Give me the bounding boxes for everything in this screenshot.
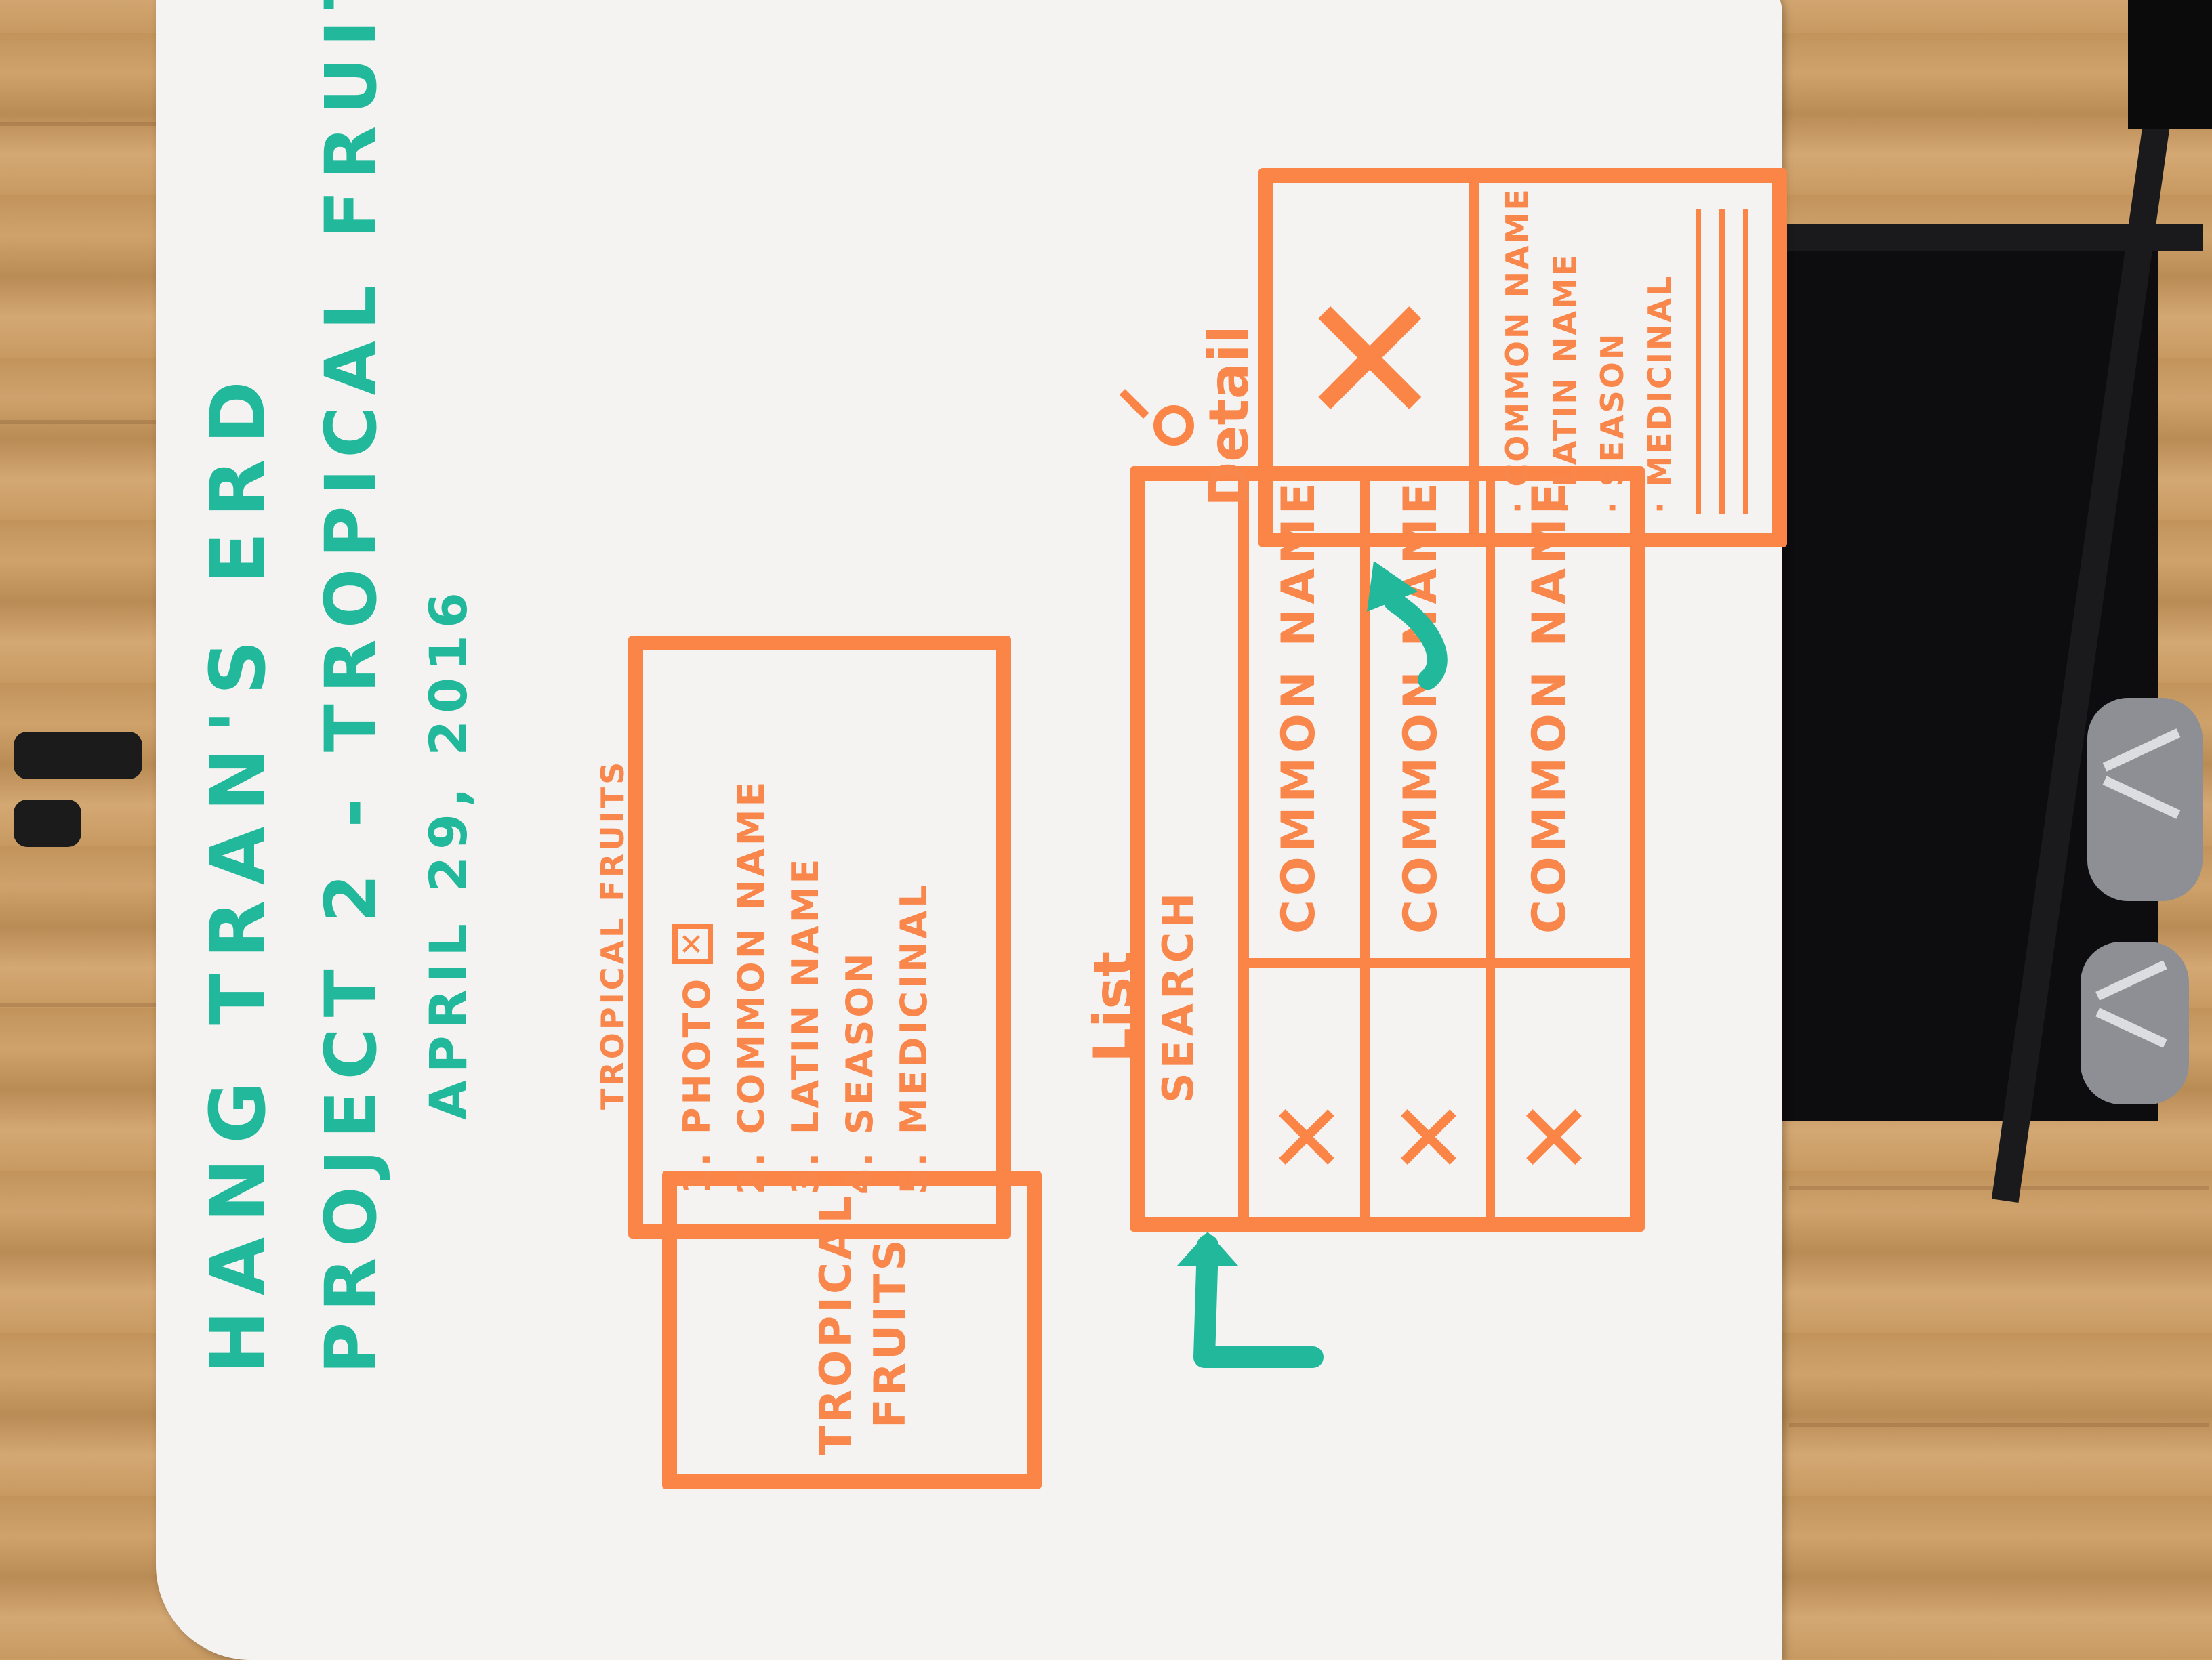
chair-leg [14,800,81,847]
chair-back [2128,0,2212,129]
whiteboard [156,0,1782,1660]
arrow-list-to-detail [1384,592,1448,690]
flow-arrows [1177,561,1448,1368]
arrow-head-list [1177,1232,1238,1266]
floor-grain [0,1003,156,1007]
whiteboard-drawing: HANG TRAN'S ERD PROJECT 2 - TROPICAL FRU… [161,0,2031,1659]
shoe [2081,942,2189,1104]
arrow-home-to-list [1193,1234,1324,1368]
chair-leg [14,732,142,779]
floor-grain [0,420,156,424]
arrow-head-detail [1367,561,1418,612]
floor-grain [0,122,156,126]
floor-grain [1789,1423,2209,1427]
